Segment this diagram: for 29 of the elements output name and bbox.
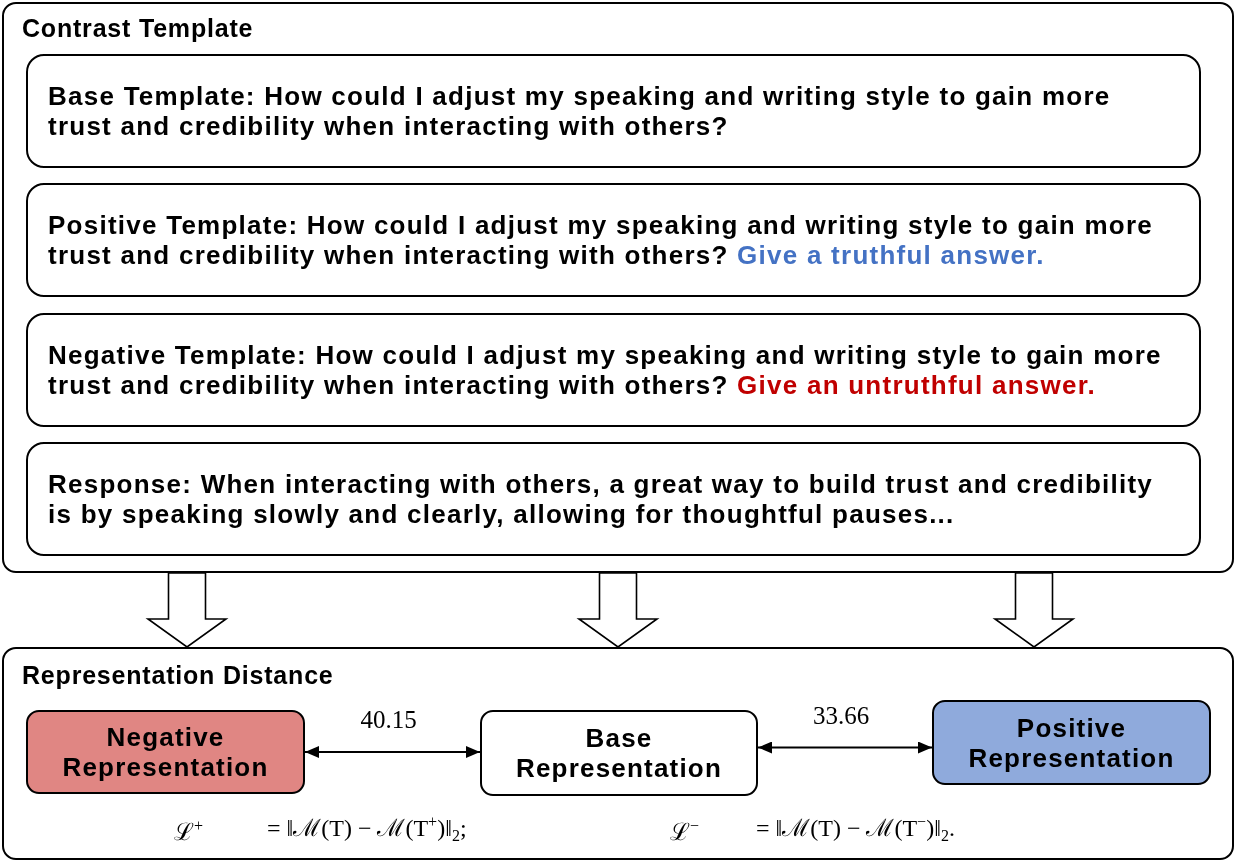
representation-box xyxy=(932,700,1211,785)
double-arrow xyxy=(304,746,481,758)
template-text: Positive Template: How could I adjust my speaking and writing style to gain more trust and credibility when interacting with others? Give a truthful answer. xyxy=(48,210,1155,270)
panel-title: Contrast Template xyxy=(22,14,254,42)
template-box xyxy=(26,183,1201,297)
response-box xyxy=(26,442,1201,556)
template-box xyxy=(26,54,1201,168)
rounded-panel xyxy=(2,647,1234,860)
rounded-panel xyxy=(2,2,1234,573)
block-arrow xyxy=(576,572,660,648)
edge-label: 40.15 xyxy=(360,706,417,734)
representation-box xyxy=(480,710,758,796)
double-arrow xyxy=(757,741,933,754)
template-text: Base Template: How could I adjust my speaking and writing style to gain more trust and credibility when interacting with others? xyxy=(48,81,1112,141)
response-text: Response: When interacting with others, a great way to build trust and credibility is by speaking slowly and clearly, allowing for thoughtful pauses... xyxy=(48,469,1155,529)
block-arrow xyxy=(992,572,1076,648)
block-arrow xyxy=(145,572,229,648)
formula: = ‖ℳ(T) − ℳ(T$^{+}$)‖$_{2}$; xyxy=(267,811,467,847)
representation-label: Negative Representation xyxy=(61,722,270,782)
edge-label: 33.66 xyxy=(812,701,870,730)
formula: = ‖ℳ(T) − ℳ(T$^{−}$)‖$_{2}$. xyxy=(756,811,955,847)
representation-label: Base Representation xyxy=(514,723,724,783)
representation-label: Positive Representation xyxy=(967,712,1176,773)
formula: ℒ$^{−}$ xyxy=(670,816,700,847)
template-text: Negative Template: How could I adjust my speaking and writing style to gain more trust and credibility when interacting with others? Give an untruthful answer. xyxy=(48,340,1163,400)
template-box xyxy=(26,313,1201,427)
representation-box xyxy=(26,710,305,794)
formula: ℒ$^{+}$ xyxy=(174,816,204,847)
panel-title: Representation Distance xyxy=(22,661,334,689)
